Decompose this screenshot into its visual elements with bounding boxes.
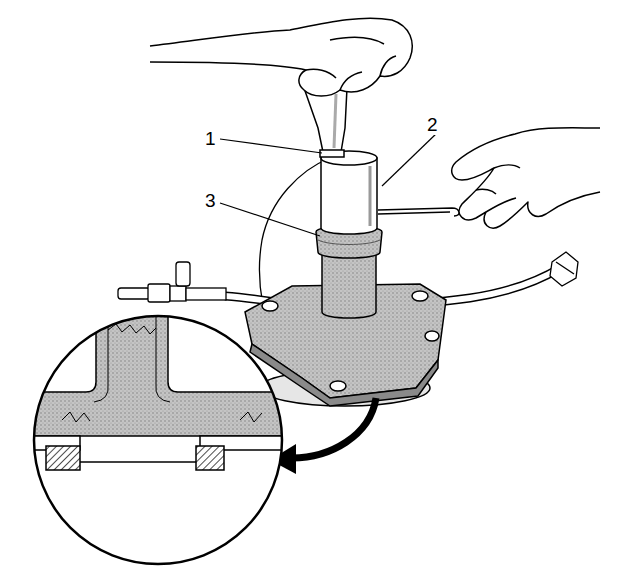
- hose-fitting: [550, 252, 578, 286]
- pointer-arrow: [270, 398, 376, 474]
- hand: [340, 72, 362, 90]
- hex-key: [378, 212, 450, 214]
- detail-inset: [62, 412, 262, 422]
- detail-inset: [196, 446, 224, 470]
- housing-tube: [318, 240, 380, 245]
- tool-handle: [320, 150, 344, 157]
- hand: [452, 128, 600, 228]
- leader-line: [382, 132, 438, 186]
- hose-fitting: [556, 262, 574, 274]
- hand: [150, 18, 412, 96]
- pointer-arrow: [292, 398, 376, 458]
- hex-key: [378, 208, 459, 216]
- hand: [476, 189, 496, 194]
- callout-number: 2: [425, 114, 440, 135]
- hand: [494, 165, 520, 168]
- detail-inset: [34, 316, 282, 564]
- hose-fitting: [118, 288, 150, 299]
- hand: [306, 69, 336, 78]
- housing-tube: [322, 250, 376, 318]
- installer-cylinder: [321, 158, 377, 234]
- detail-inset: [46, 446, 80, 470]
- hose-fitting: [148, 284, 170, 302]
- leader-line: [220, 132, 438, 236]
- detail-inset: [20, 310, 300, 564]
- tool-handle: [304, 88, 347, 157]
- hose-fitting: [176, 262, 190, 286]
- leader-line: [220, 139, 322, 153]
- detail-inset: [94, 310, 170, 402]
- installer-cylinder: [321, 151, 377, 165]
- leader-line: [220, 203, 320, 236]
- detail-inset: [20, 469, 300, 471]
- flange: [412, 291, 428, 301]
- installer-cylinder: [369, 166, 372, 226]
- detail-inset: [80, 461, 196, 463]
- hand: [150, 18, 412, 96]
- flange: [330, 381, 346, 391]
- tool-handle: [334, 94, 336, 148]
- tool-handle: [304, 88, 347, 152]
- flange: [425, 331, 439, 341]
- installer-cylinder: [321, 151, 377, 234]
- detail-inset: [108, 324, 156, 334]
- flange: [250, 344, 438, 406]
- hand: [330, 37, 384, 44]
- hand: [380, 56, 396, 76]
- hose-fitting: [170, 286, 186, 301]
- flange: [262, 301, 278, 311]
- hand: [452, 128, 600, 228]
- housing-tube: [316, 226, 382, 318]
- hose-fitting: [186, 288, 226, 300]
- detail-inset: [20, 310, 300, 436]
- detail-inset: [20, 310, 300, 470]
- callout-number: 1: [203, 128, 218, 149]
- hex-key: [378, 208, 459, 216]
- callout-number: 3: [203, 190, 218, 211]
- hand: [486, 198, 516, 212]
